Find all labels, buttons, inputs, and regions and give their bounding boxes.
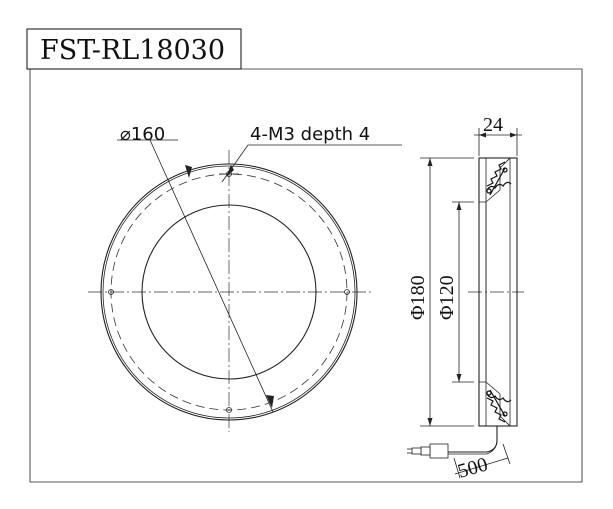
dim500-line (454, 457, 509, 475)
phi120-label: Φ120 (436, 275, 458, 320)
m3-label: 4-M3 depth 4 (250, 124, 370, 145)
outer-circle (100, 163, 358, 421)
dim500-ext-left (453, 457, 461, 479)
dia160-label: ⌀160 (120, 124, 165, 145)
mount-hole-left (108, 289, 114, 295)
dia160-arrow-top (185, 165, 192, 178)
front-view: ⌀160 4-M3 depth 4 (88, 124, 402, 432)
mount-hole-bottom (226, 407, 232, 413)
cable-outline (448, 426, 498, 455)
dia160-arrow-bottom (266, 395, 274, 408)
connector-icon (407, 443, 449, 459)
m3-leader (221, 144, 402, 183)
outer-circle-inner-edge (102, 165, 356, 419)
drawing-frame (29, 68, 583, 483)
dim24-label: 24 (483, 114, 503, 136)
side-bottom-section (478, 381, 511, 427)
inner-circle (141, 204, 317, 380)
cable (448, 426, 498, 453)
led-coil-bottom (486, 389, 512, 423)
dim500-ext-right (502, 443, 511, 465)
phi180-label: Φ180 (407, 275, 429, 320)
model-title: FST-RL18030 (40, 35, 225, 66)
dia160-dimension-line (149, 139, 274, 413)
hole-pitch-circle (110, 173, 348, 411)
led-coil-top (486, 161, 512, 196)
side-view: 24 Φ180 Φ120 500 (407, 114, 524, 483)
dim500-label: 500 (455, 453, 490, 482)
side-body (478, 157, 518, 427)
title-box (26, 28, 242, 70)
side-top-section (478, 157, 511, 203)
mount-hole-right (344, 289, 350, 295)
